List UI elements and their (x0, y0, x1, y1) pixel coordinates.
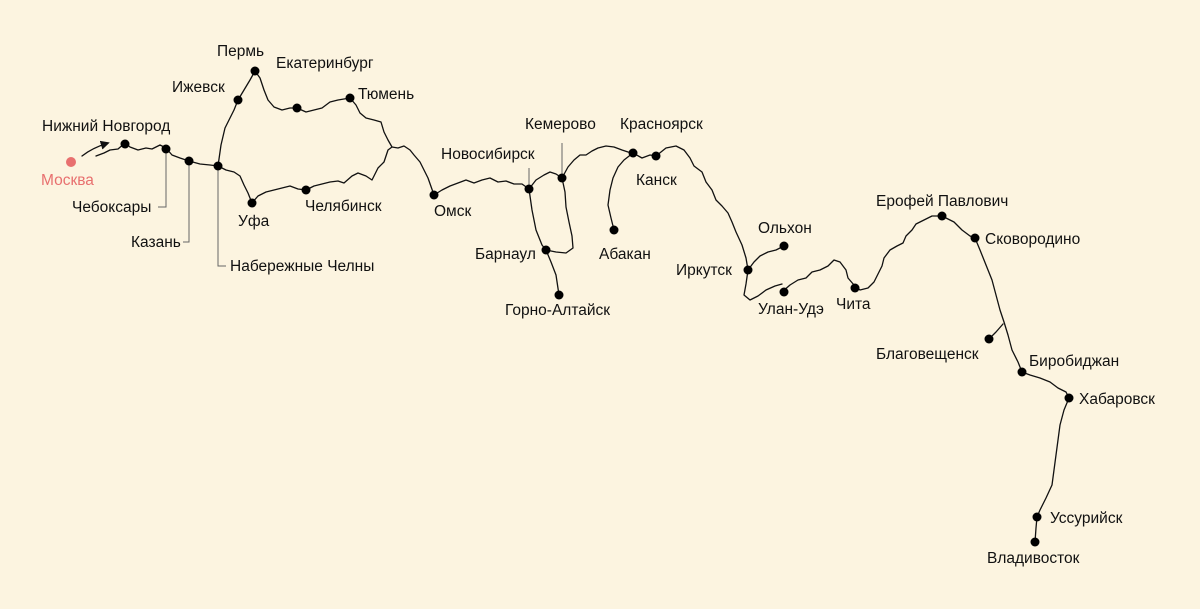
city-dot-abakan[interactable] (609, 225, 619, 235)
city-label-kansk: Канск (636, 172, 677, 189)
route-segment-olkhon (747, 245, 785, 271)
city-label-chelyabinsk: Челябинск (305, 198, 382, 215)
city-dot-nizhny[interactable] (120, 139, 130, 149)
route-segment-kemerovo-krasnoyarsk (528, 145, 634, 190)
route-segment-barnaul (528, 188, 560, 296)
city-dot-irkutsk[interactable] (743, 265, 753, 275)
route-segment-west (95, 142, 219, 167)
city-label-blagoveshchensk: Благовещенск (876, 346, 979, 363)
city-label-krasnoyarsk: Красноярск (620, 116, 703, 133)
city-dot-ulanude[interactable] (779, 287, 789, 297)
start-arrow (81, 140, 110, 157)
city-dot-kansk[interactable] (651, 151, 661, 161)
city-dot-novosibirsk[interactable] (524, 184, 534, 194)
city-label-barnaul: Барнаул (475, 246, 536, 263)
city-dot-skovorodino[interactable] (970, 233, 980, 243)
city-dot-chelyabinsk[interactable] (301, 185, 311, 195)
city-label-birobidzhan: Биробиджан (1029, 353, 1119, 370)
city-dot-vladivostok[interactable] (1030, 537, 1040, 547)
city-dot-gorno[interactable] (554, 290, 564, 300)
city-label-erofey: Ерофей Павлович (876, 193, 1008, 210)
city-dot-tyumen[interactable] (345, 93, 355, 103)
route-segment-south (217, 146, 393, 204)
city-label-izhevsk: Ижевск (172, 79, 225, 96)
city-dot-ekaterinburg[interactable] (292, 103, 302, 113)
city-dot-khabarovsk[interactable] (1064, 393, 1074, 403)
city-dot-kazan[interactable] (184, 156, 194, 166)
city-label-chita: Чита (836, 296, 871, 313)
route-segment-chita (781, 215, 943, 293)
city-label-irkutsk: Иркутск (676, 262, 732, 279)
city-label-perm: Пермь (217, 43, 264, 60)
city-dot-chita[interactable] (850, 283, 860, 293)
city-label-ulanude: Улан-Удэ (758, 301, 824, 318)
city-dot-ussuriysk[interactable] (1032, 512, 1042, 522)
city-label-abakan: Абакан (599, 246, 651, 263)
route-segment-omsk-novosibirsk (433, 177, 530, 196)
city-dot-blagoveshchensk[interactable] (984, 334, 994, 344)
city-label-ussuriysk: Уссурийск (1050, 510, 1123, 527)
city-dot-omsk[interactable] (429, 190, 439, 200)
city-dot-erofey[interactable] (937, 211, 947, 221)
city-label-kemerovo: Кемерово (525, 116, 596, 133)
city-dot-olkhon[interactable] (779, 241, 789, 251)
city-label-khabarovsk: Хабаровск (1079, 391, 1155, 408)
city-dot-birobidzhan[interactable] (1017, 367, 1027, 377)
route-segment-north (217, 70, 435, 196)
city-dot-izhevsk[interactable] (233, 95, 243, 105)
city-dot-perm[interactable] (250, 66, 260, 76)
city-label-gorno: Горно-Алтайск (505, 302, 610, 319)
route-segment-abakan (607, 152, 634, 231)
city-dot-chelny[interactable] (213, 161, 223, 171)
route-segment-kansk-irkutsk (632, 145, 783, 301)
route-segment-barnaul-loop (545, 177, 574, 254)
city-dot-ufa[interactable] (247, 198, 257, 208)
city-dot-krasnoyarsk[interactable] (628, 148, 638, 158)
leader-cheboksary (158, 150, 167, 208)
city-label-novosibirsk: Новосибирск (441, 146, 535, 163)
leader-kazan (183, 162, 190, 243)
city-label-cheboksary: Чебоксары (72, 199, 151, 216)
city-dot-kemerovo[interactable] (557, 173, 567, 183)
city-label-kazan: Казань (131, 234, 181, 251)
city-label-vladivostok: Владивосток (987, 550, 1080, 567)
city-label-tyumen: Тюмень (358, 86, 414, 103)
city-label-ufa: Уфа (238, 213, 270, 230)
city-label-olkhon: Ольхон (758, 220, 812, 237)
city-dot-moscow[interactable] (66, 157, 76, 167)
city-label-moscow: Москва (41, 172, 94, 189)
city-label-nizhny: Нижний Новгород (42, 118, 170, 135)
city-label-skovorodino: Сковородино (985, 231, 1080, 248)
city-label-ekaterinburg: Екатеринбург (276, 55, 374, 72)
city-dot-cheboksary[interactable] (161, 144, 171, 154)
city-label-omsk: Омск (434, 203, 471, 220)
leader-chelny (217, 168, 226, 267)
city-dot-barnaul[interactable] (541, 245, 551, 255)
city-label-chelny: Набережные Челны (230, 258, 374, 275)
